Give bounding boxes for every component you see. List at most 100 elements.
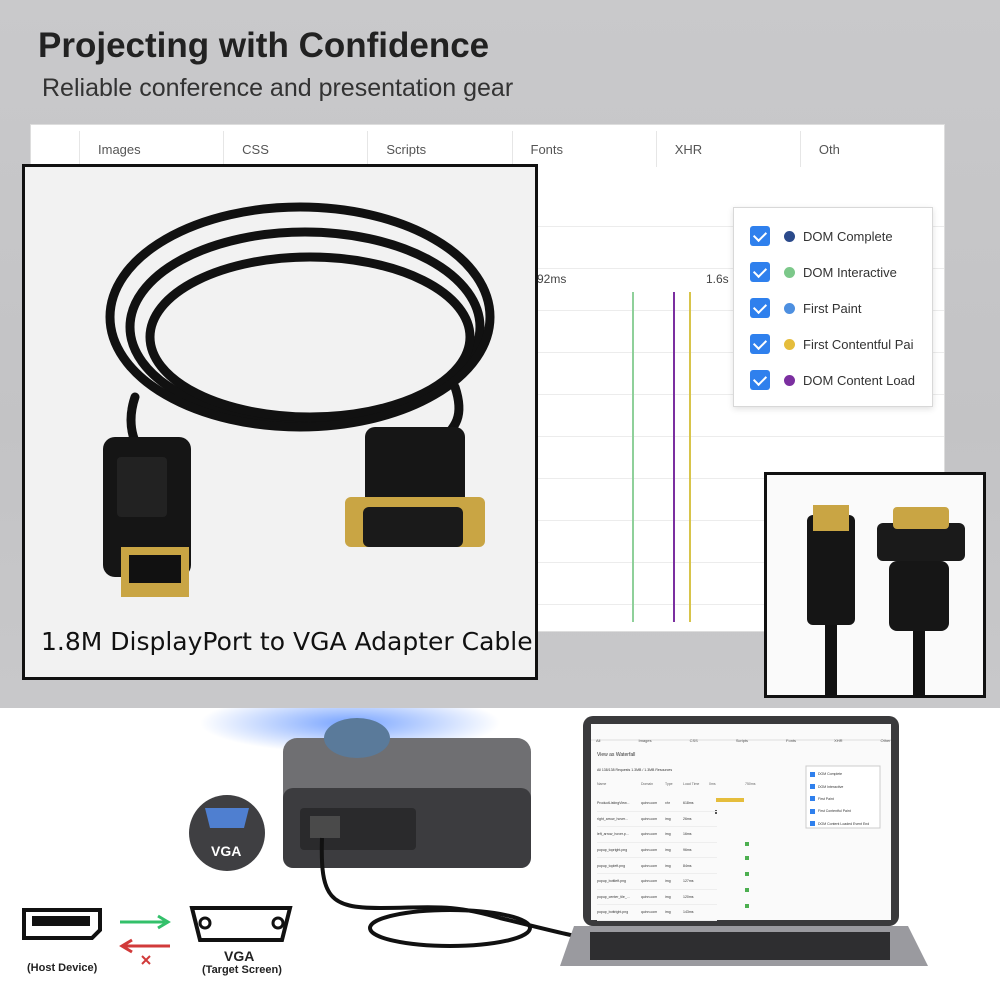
table-cell: popup_bottleft.png	[597, 879, 626, 884]
table-cell: img	[665, 832, 671, 837]
legend-label: First Paint	[818, 796, 834, 801]
resource-tabs: Images CSS Scripts Fonts XHR Oth	[31, 131, 944, 167]
product-photo-panel: 1.8M DisplayPort to VGA Adapter Cable	[22, 164, 538, 680]
legend-item[interactable]: DOM Content Loaded Event End	[810, 818, 880, 830]
legend-label: First Paint	[803, 300, 862, 316]
column-header: Name	[597, 782, 607, 786]
laptop-tab: All	[596, 738, 601, 743]
table-cell: 143ms	[683, 910, 694, 915]
legend-item[interactable]: First Paint	[750, 298, 862, 318]
legend-label: First Contentful Pai	[803, 336, 914, 352]
tab-fonts: Fonts	[511, 131, 656, 167]
headline: Projecting with Confidence	[38, 26, 490, 65]
laptop-requests: All 138/138 Requests 1.3MB / 1.3MB Resou…	[597, 768, 673, 772]
laptop-tab: XHR	[834, 738, 843, 743]
direction-arrows-icon	[119, 914, 171, 965]
table-row[interactable]: popup_bottleft.png quinn.com img 127ms	[597, 874, 717, 890]
view-as-select[interactable]: Waterfall	[615, 752, 636, 758]
table-cell: 120ms	[683, 894, 694, 899]
displayport-plug-icon	[103, 437, 191, 597]
table-row[interactable]: left_arrow_hover.p... quinn.com img 16ms	[597, 827, 717, 843]
table-cell: right_arrow_hover...	[597, 816, 628, 821]
laptop-columns: Name Domain Type Load Time 0ms 750ms	[597, 782, 797, 786]
legend-item[interactable]: First Contentful Paint	[810, 805, 880, 817]
column-header: Load Time	[683, 782, 700, 786]
displayport-port-icon	[22, 908, 102, 940]
table-cell: 127ms	[683, 879, 694, 884]
table-cell: 618ms	[683, 801, 694, 806]
checkbox-icon[interactable]	[810, 784, 815, 790]
vga-label: VGA	[224, 948, 255, 964]
table-cell: quinn.com	[641, 910, 658, 915]
tab-images: Images	[79, 131, 223, 167]
legend-item[interactable]: DOM Content Load	[750, 370, 915, 390]
table-cell: popup_topleft.png	[597, 863, 626, 868]
legend-label: DOM Content Loaded Event End	[818, 821, 870, 826]
legend-item[interactable]: DOM Interactive	[750, 262, 897, 282]
table-cell: quinn.com	[641, 832, 658, 837]
legend-item[interactable]: DOM Complete	[750, 226, 893, 246]
dot-icon	[784, 266, 795, 278]
table-cell: left_arrow_hover.p...	[597, 832, 629, 837]
legend-label: DOM Complete	[818, 772, 843, 777]
view-as-label: View as	[597, 752, 615, 758]
table-cell: img	[665, 910, 671, 915]
tab-css: CSS	[223, 131, 367, 167]
product-caption: 1.8M DisplayPort to VGA Adapter Cable	[41, 627, 533, 656]
legend-item[interactable]: DOM Interactive	[810, 780, 880, 792]
target-screen-label: (Target Screen)	[202, 964, 282, 976]
legend-label: DOM Interactive	[803, 264, 897, 280]
column-header: Domain	[641, 782, 654, 786]
checkbox-icon[interactable]	[810, 821, 815, 827]
table-cell: ProductListingView...	[597, 801, 630, 806]
checkbox-icon[interactable]	[750, 334, 770, 354]
legend-label: First Contentful Paint	[818, 809, 851, 814]
checkbox-icon[interactable]	[750, 370, 770, 390]
checkbox-icon[interactable]	[810, 808, 815, 814]
dot-icon	[784, 374, 795, 386]
table-cell: img	[665, 894, 671, 899]
timing-legend: DOM Complete DOM Interactive First Paint…	[733, 207, 933, 407]
table-cell: 16ms	[683, 832, 692, 837]
table-cell: quinn.com	[641, 816, 658, 821]
column-header: 0ms	[709, 782, 716, 786]
column-header: Type	[665, 782, 673, 786]
table-cell: 26ms	[683, 816, 692, 821]
tick-label: 1.6s	[706, 272, 729, 286]
table-cell: quinn.com	[641, 801, 658, 806]
laptop-tab: Images	[638, 738, 652, 743]
laptop-legend	[805, 765, 881, 829]
laptop-tab: Fonts	[786, 738, 797, 743]
dot-icon	[784, 302, 795, 314]
connector-closeup-panel	[764, 472, 986, 698]
table-cell: quinn.com	[641, 863, 658, 868]
subline: Reliable conference and presentation gea…	[42, 74, 514, 102]
checkbox-icon[interactable]	[750, 262, 770, 282]
table-cell: img	[665, 879, 671, 884]
legend-item[interactable]: DOM Complete	[810, 768, 880, 780]
projector-laptop-illustration	[22, 693, 928, 966]
checkbox-icon[interactable]	[750, 298, 770, 318]
table-cell: quinn.com	[641, 879, 658, 884]
tick-label: 92ms	[537, 272, 567, 286]
legend-item[interactable]: First Contentful Pai	[750, 334, 914, 354]
vga-badge-icon	[189, 795, 265, 871]
checkbox-icon[interactable]	[810, 771, 815, 777]
table-cell: 84ms	[683, 863, 692, 868]
laptop-tabs: All Images CSS Scripts Fonts XHR Other	[596, 738, 891, 743]
column-header: 750ms	[745, 782, 756, 786]
legend-item[interactable]: First Paint	[810, 793, 880, 805]
projector-icon	[283, 718, 531, 868]
checkbox-icon[interactable]	[810, 796, 815, 802]
checkbox-icon[interactable]	[750, 226, 770, 246]
table-cell: popup_center_tile_...	[597, 894, 630, 899]
legend-label: DOM Complete	[803, 228, 893, 244]
table-cell: 96ms	[683, 848, 692, 853]
